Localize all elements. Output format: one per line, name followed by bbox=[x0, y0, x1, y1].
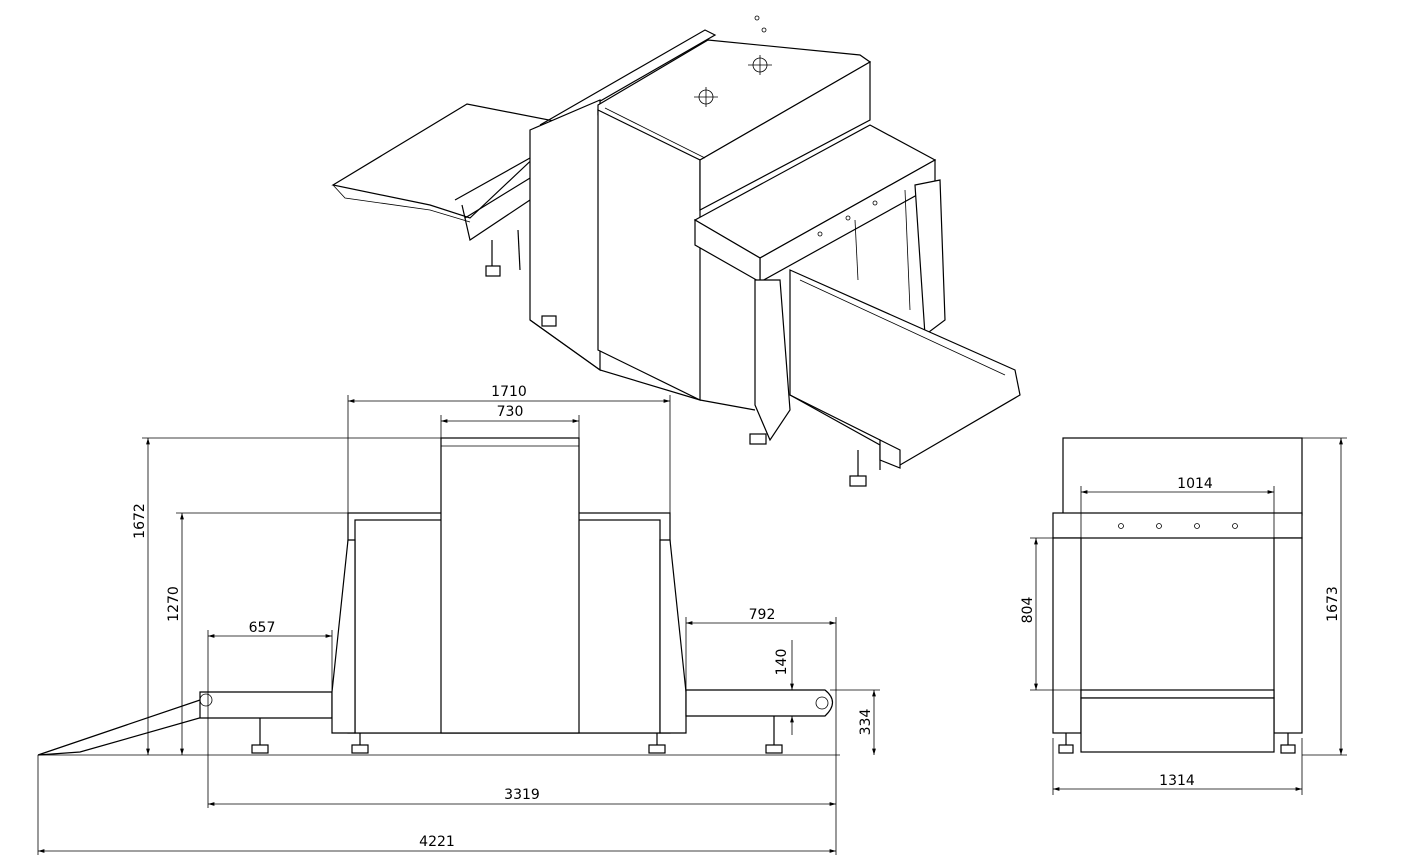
dim-1672: 1672 bbox=[132, 503, 148, 539]
dim-1673: 1673 bbox=[1325, 586, 1341, 622]
dim-334: 334 bbox=[858, 709, 874, 736]
isometric-view bbox=[331, 15, 1021, 487]
side-view bbox=[37, 437, 840, 756]
dim-1314: 1314 bbox=[1159, 773, 1195, 789]
dim-4221: 4221 bbox=[419, 834, 455, 850]
dim-140: 140 bbox=[774, 649, 790, 676]
dim-792: 792 bbox=[749, 607, 776, 623]
dim-657: 657 bbox=[249, 620, 276, 636]
front-view bbox=[1052, 437, 1303, 754]
dim-730: 730 bbox=[497, 404, 524, 420]
front-view-dimensions: 1014 804 1673 1314 bbox=[1020, 437, 1347, 795]
dim-1014: 1014 bbox=[1177, 476, 1213, 492]
dim-1270: 1270 bbox=[166, 586, 182, 622]
dim-1710: 1710 bbox=[491, 384, 527, 400]
side-view-dimensions: 1710 730 1672 1270 657 792 140 334 bbox=[37, 384, 880, 855]
dim-3319: 3319 bbox=[504, 787, 540, 803]
dim-804: 804 bbox=[1020, 597, 1036, 624]
